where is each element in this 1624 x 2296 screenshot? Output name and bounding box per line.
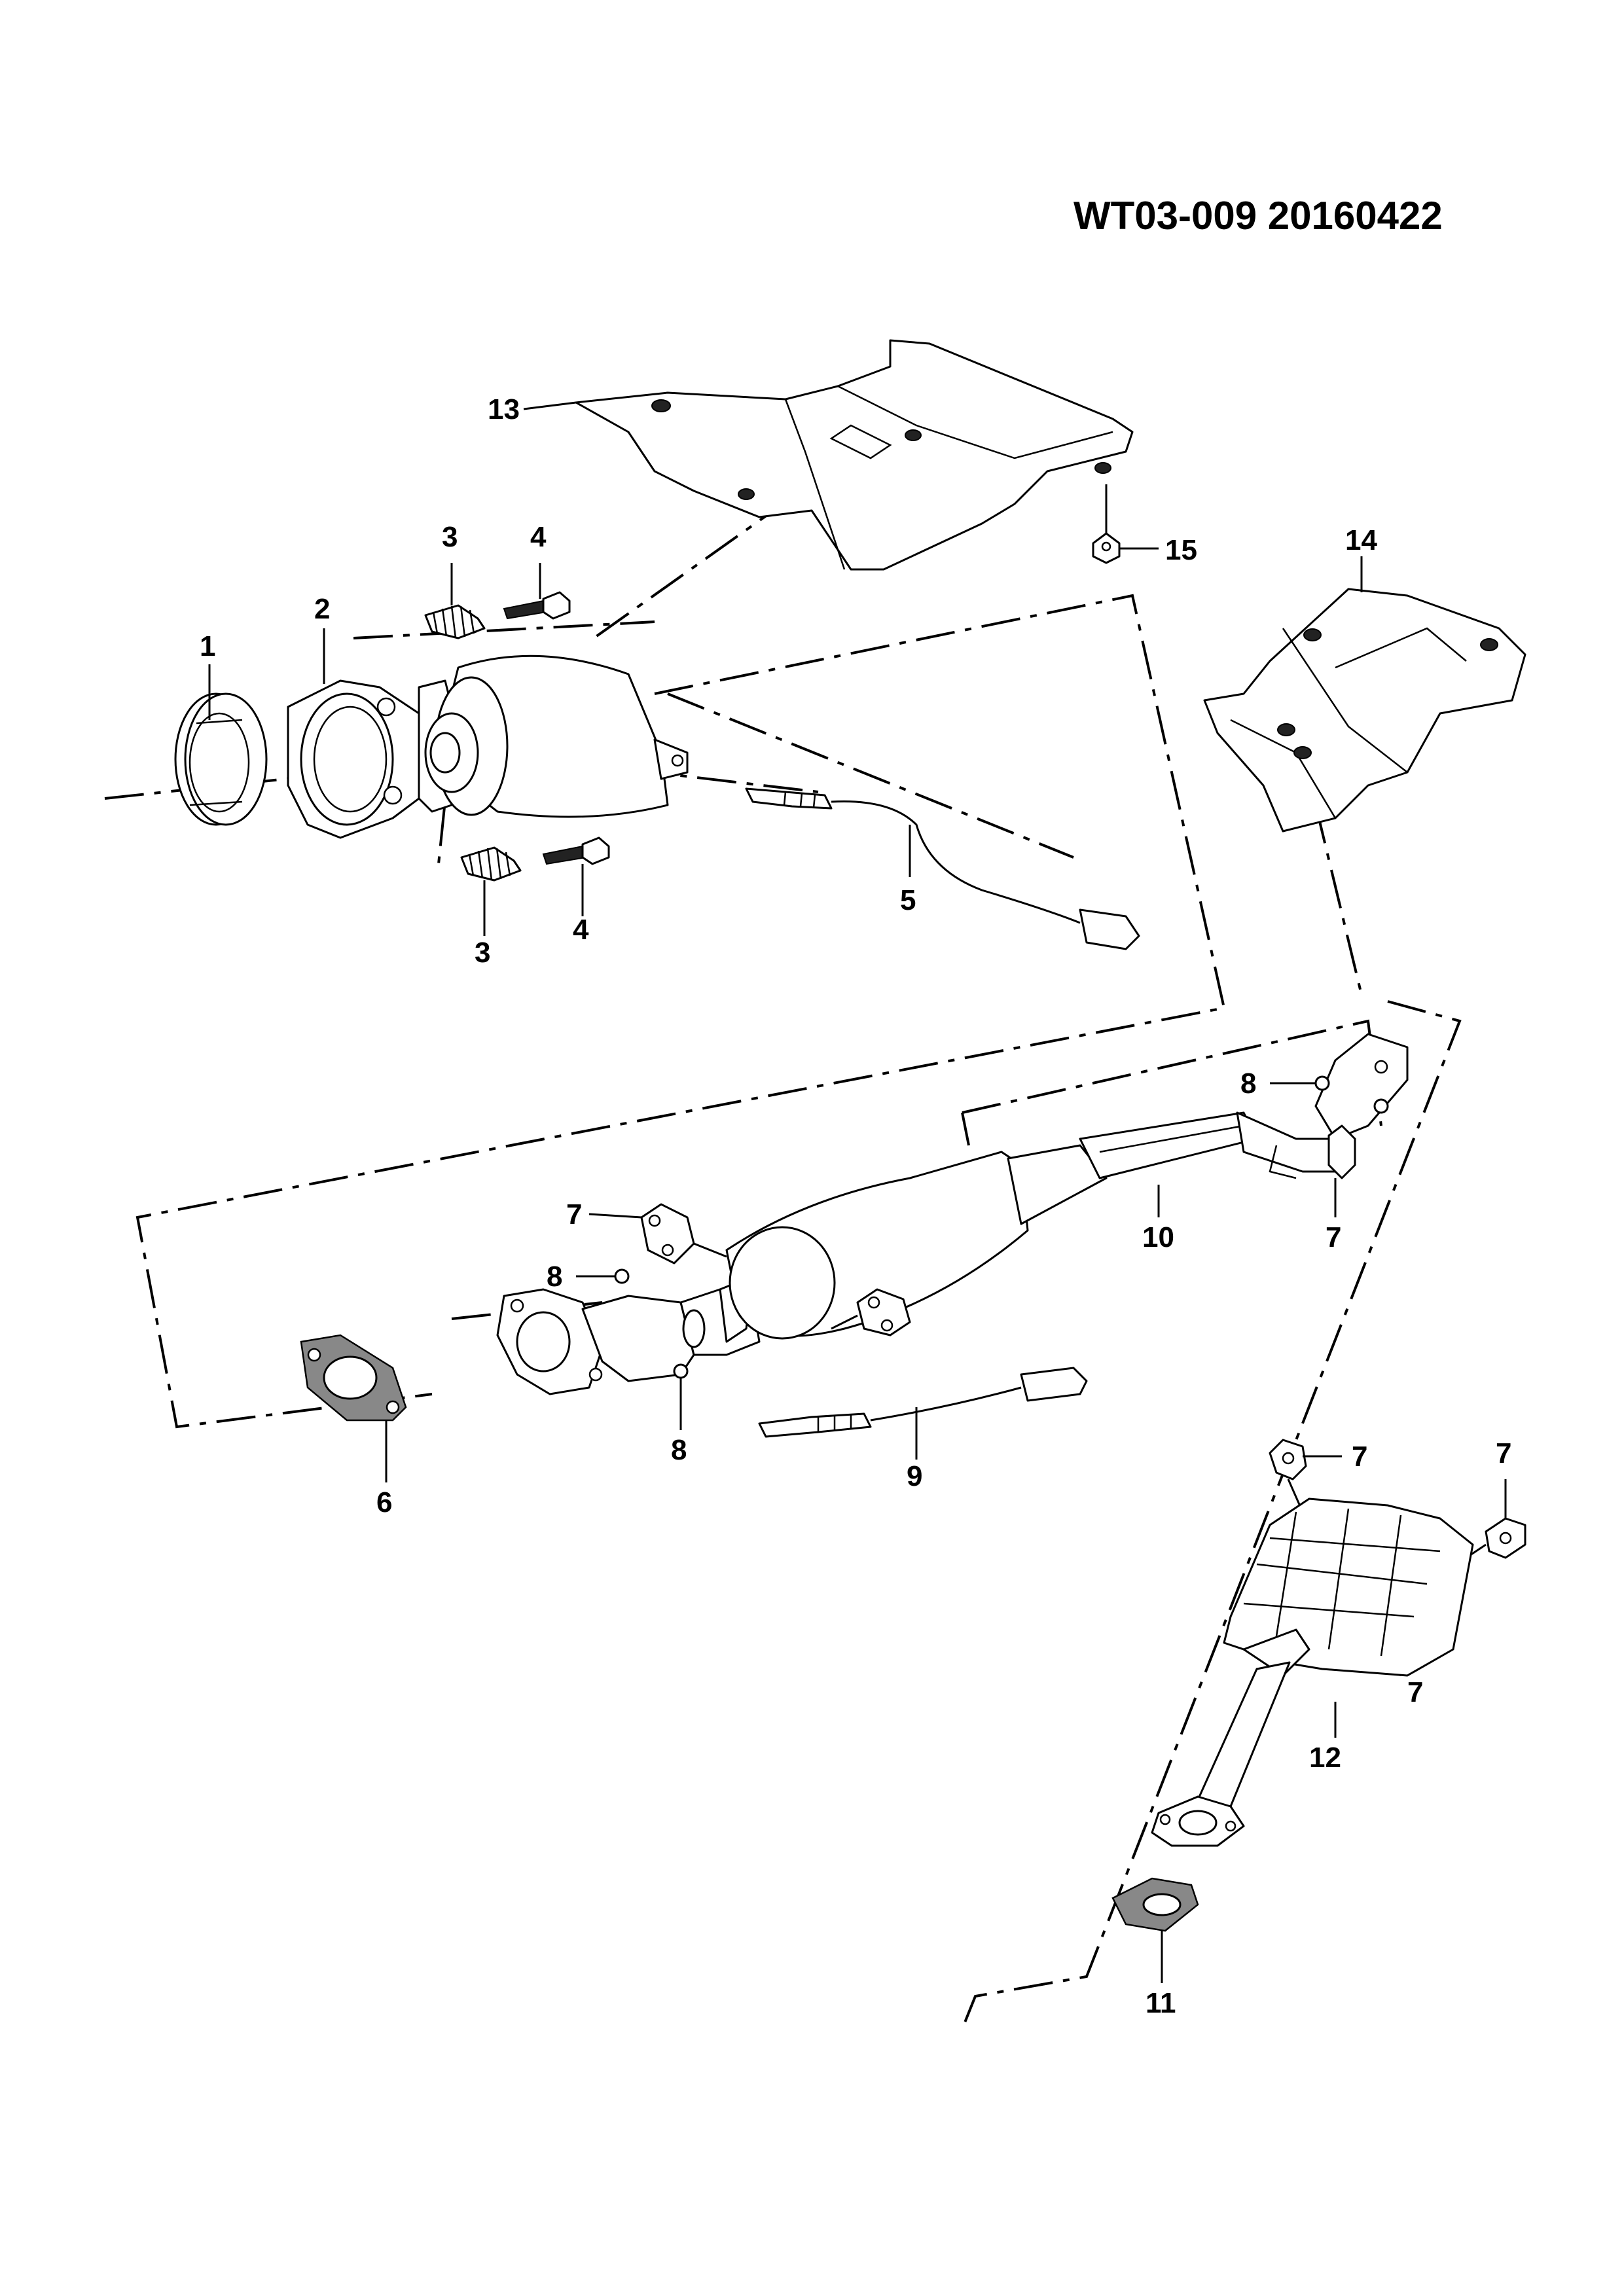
manifold-flange: [287, 679, 420, 839]
callout-6: 6: [376, 1486, 392, 1518]
flange-gasket-lower: [300, 1334, 407, 1482]
front-exhaust-pipe-with-catalyst: [496, 1033, 1409, 1395]
oxygen-sensor-upstream: [745, 787, 1140, 950]
callout-4-lower: 4: [573, 914, 589, 946]
rear-flange-gasket: [1111, 1877, 1199, 1983]
callout-8-b: 8: [547, 1261, 562, 1293]
callout-13: 13: [488, 393, 520, 425]
callout-10: 10: [1142, 1221, 1174, 1253]
studs-and-bolts-upper: [424, 563, 610, 936]
callout-5: 5: [900, 884, 916, 916]
callout-leaders: [208, 401, 1363, 1217]
callout-12: 12: [1309, 1742, 1341, 1774]
callout-15: 15: [1165, 534, 1197, 566]
callout-14: 14: [1345, 524, 1377, 556]
oxygen-sensor-downstream: [758, 1367, 1088, 1460]
callout-4-upper: 4: [530, 521, 547, 553]
flange-nut: [1092, 484, 1121, 564]
catalytic-converter-upper: [418, 655, 689, 818]
callout-3-lower: 3: [475, 937, 490, 969]
callout-9: 9: [907, 1460, 922, 1492]
callout-1: 1: [200, 630, 215, 662]
rear-muffler: [1151, 1498, 1474, 1847]
flange-nuts: [576, 1075, 1389, 1430]
callout-7-d: 7: [1496, 1437, 1511, 1469]
callout-7-e: 7: [1407, 1676, 1423, 1708]
callout-7-c: 7: [1352, 1441, 1367, 1473]
document-id: WT03-009 20160422: [1074, 194, 1443, 238]
callout-7-b: 7: [1326, 1221, 1341, 1253]
callout-8-c: 8: [671, 1434, 687, 1466]
callout-labels: 1 2 3 3 4 4 5 6 7 7 7 7 7 8 8 8 9 10 11 …: [200, 393, 1511, 2019]
exhaust-manifold-gasket-ring: [174, 692, 268, 826]
callout-7-a: 7: [566, 1198, 582, 1230]
callout-11: 11: [1146, 1987, 1176, 2019]
callout-2: 2: [314, 593, 330, 625]
heat-shield-upper: [575, 339, 1134, 571]
callout-8-a: 8: [1240, 1067, 1256, 1100]
heat-shield-lower: [1203, 588, 1526, 833]
callout-3-upper: 3: [442, 521, 458, 553]
